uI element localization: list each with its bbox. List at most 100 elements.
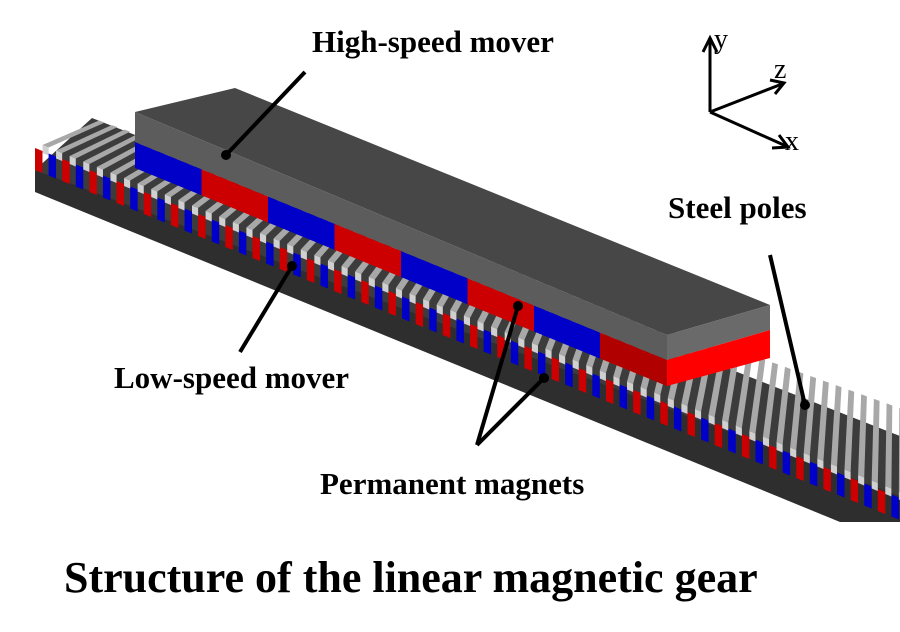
steel-pole-face [776,442,783,453]
axis-triad [701,34,791,150]
low-speed-magnet [306,258,315,284]
low-speed-magnet [483,329,492,355]
steel-pole-face [273,238,280,249]
steel-pole-face [355,271,362,282]
low-speed-magnet [62,159,70,185]
high-speed-magnet [334,223,401,277]
steel-pole-face [694,409,702,420]
leader-steel-poles [768,254,807,406]
low-speed-magnet [198,214,206,240]
high-speed-mover-end-magnet [667,330,770,386]
steel-pole-face [192,205,199,216]
steel-pole-face [178,200,185,211]
low-speed-magnet [429,307,437,333]
leader-dot-low-speed-mover [287,261,297,271]
low-speed-magnet [238,230,247,256]
low-speed-magnet [823,467,831,493]
low-speed-magnet [578,368,587,394]
steel-pole [42,120,105,148]
low-speed-magnet [701,417,709,443]
steel-pole-face [69,156,76,167]
caption: Structure of the linear magnetic gear [64,553,758,602]
steel-pole-face [749,431,756,442]
axis-label-y: y [714,24,728,55]
steel-pole-face [640,387,647,398]
low-speed-magnet [89,170,97,196]
steel-pole-face [368,277,375,288]
low-speed-magnet [537,351,546,377]
steel-pole-face [803,453,810,464]
high-speed-magnet [201,169,268,223]
steel-pole [776,366,791,445]
low-speed-magnet [891,494,899,520]
low-speed-magnet [809,461,818,487]
axis-label-z: z [774,54,786,85]
steel-pole-face [164,194,171,205]
low-speed-magnet [755,439,763,465]
low-speed-magnet [470,324,478,350]
steel-pole-face [341,266,348,277]
steel-pole-face [477,321,484,332]
low-speed-magnet [456,318,464,344]
steel-pole [83,134,143,164]
low-speed-magnet [347,274,356,300]
steel-pole [762,362,778,439]
steel-pole-face [858,475,865,486]
steel-pole-face [124,178,131,189]
high-speed-magnet [401,251,468,305]
steel-pole-face [613,376,620,387]
steel-pole-face [83,161,90,172]
leader-high-speed-mover [224,70,307,157]
steel-pole-face [151,189,158,200]
steel-pole [817,380,829,461]
steel-pole-face [572,359,579,370]
low-speed-magnet [211,219,220,245]
low-speed-magnet [143,192,152,218]
steel-pole-face [42,145,49,156]
steel-pole [749,357,766,434]
steel-pole-face [395,288,403,299]
label-low-speed-mover: Low-speed mover [114,360,349,395]
steel-pole-face [327,260,335,271]
low-speed-magnet [130,186,138,212]
low-speed-magnet [361,280,369,306]
low-speed-magnet [116,181,125,207]
steel-pole-face [287,244,294,255]
low-speed-magnet [741,434,750,460]
leader-permanent-magnets-b [475,376,546,447]
steel-pole-face [382,282,389,293]
steel-pole-face [463,315,470,326]
steel-pole-face [844,469,851,480]
steel-pole-face [232,222,239,233]
low-speed-magnet [415,302,424,328]
low-speed-magnet [877,489,886,515]
low-speed-magnet [660,401,668,427]
leader-dot-permanent-magnets-a [513,301,523,311]
steel-pole-face [586,365,593,376]
low-speed-magnet [605,379,614,405]
steel-pole-face [56,150,63,161]
steel-pole [844,389,855,472]
steel-pole-face [681,403,688,414]
steel-pole-face [654,392,661,403]
steel-pole-face [436,304,443,315]
high-speed-mover-end-magnet-side [600,333,667,386]
leader-permanent-magnets-a [475,305,520,446]
steel-pole-face [110,172,117,183]
low-speed-magnet [796,456,804,482]
low-speed-magnet [714,423,723,449]
steel-pole-face [559,354,566,365]
low-speed-magnet [837,472,845,498]
steel-pole-face [259,233,267,244]
high-speed-magnet [534,305,601,359]
high-speed-mover-top [135,88,770,335]
steel-pole-face [545,348,552,359]
leader-dot-steel-poles [800,400,810,410]
steel-pole [885,403,893,489]
axis-label-x: x [785,126,799,157]
low-speed-magnet [442,313,451,339]
label-permanent-magnets: Permanent magnets [320,466,584,501]
low-speed-magnet [551,357,560,383]
steel-pole-face [817,458,824,469]
